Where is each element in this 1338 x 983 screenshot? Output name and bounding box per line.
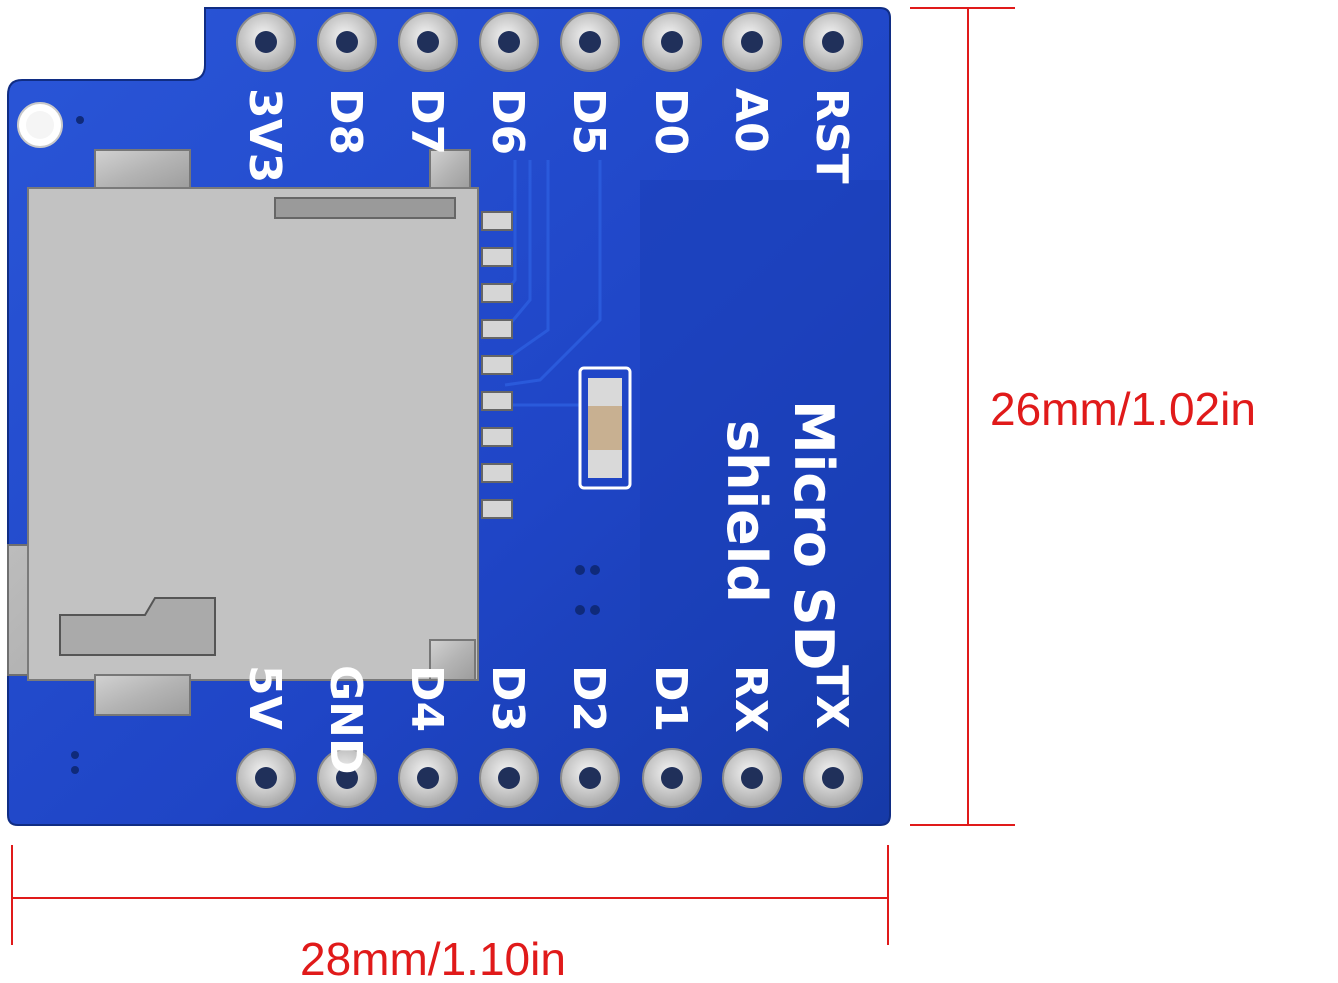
- socket-contact: [481, 319, 513, 339]
- top-pin-label: 3V3: [239, 88, 290, 183]
- height-dimension: [910, 7, 1015, 826]
- top-pin-label: D8: [320, 88, 371, 155]
- bottom-pin-label: D4: [401, 665, 452, 732]
- top-header: [236, 12, 863, 72]
- socket-contacts: [481, 211, 513, 519]
- bottom-pin-1: [236, 748, 296, 808]
- width-dimension: [11, 845, 889, 945]
- top-pin-3: [398, 12, 458, 72]
- top-pin-label: D5: [563, 88, 614, 155]
- top-pin-4: [479, 12, 539, 72]
- bottom-pin-label: D2: [563, 665, 614, 732]
- top-pin-label: RST: [806, 88, 857, 184]
- bottom-header: [236, 748, 863, 808]
- bottom-pin-label: 5V: [239, 665, 290, 730]
- top-pin-7: [722, 12, 782, 72]
- socket-contact: [481, 355, 513, 375]
- top-pin-8: [803, 12, 863, 72]
- height-label: 26mm/1.02in: [990, 383, 1256, 435]
- bottom-pin-label: D3: [482, 665, 533, 732]
- socket-contact: [481, 211, 513, 231]
- bottom-pin-label: D1: [645, 665, 696, 732]
- board-name-line2: shield: [715, 420, 778, 603]
- bottom-pin-5: [560, 748, 620, 808]
- socket-contact: [481, 499, 513, 519]
- vias: [71, 116, 600, 774]
- top-pin-label: A0: [725, 88, 776, 153]
- bottom-pin-label: RX: [725, 665, 776, 733]
- socket-contact: [481, 391, 513, 411]
- socket-contact: [481, 463, 513, 483]
- top-pin-1: [236, 12, 296, 72]
- bottom-pin-label: GND: [320, 665, 371, 774]
- bottom-pin-8: [803, 748, 863, 808]
- socket-contact: [481, 247, 513, 267]
- bottom-pin-7: [722, 748, 782, 808]
- top-pin-2: [317, 12, 377, 72]
- microsd-socket: [7, 149, 513, 716]
- mounting-hole: [17, 102, 63, 148]
- board-name-line1: Micro SD: [782, 400, 845, 671]
- bottom-pin-3: [398, 748, 458, 808]
- socket-contact: [481, 427, 513, 447]
- bottom-pin-6: [642, 748, 702, 808]
- bottom-pin-4: [479, 748, 539, 808]
- top-pin-label: D6: [482, 88, 533, 155]
- ground-pour: [640, 180, 888, 640]
- top-pin-6: [642, 12, 702, 72]
- top-pin-label: D7: [401, 88, 452, 155]
- top-pin-label: D0: [645, 88, 696, 155]
- smd-capacitor: [578, 366, 632, 490]
- width-label: 28mm/1.10in: [300, 933, 566, 983]
- socket-contact: [481, 283, 513, 303]
- bottom-pin-2: [317, 748, 377, 808]
- traces: [498, 160, 602, 407]
- bottom-pin-label: TX: [806, 665, 857, 729]
- top-pin-5: [560, 12, 620, 72]
